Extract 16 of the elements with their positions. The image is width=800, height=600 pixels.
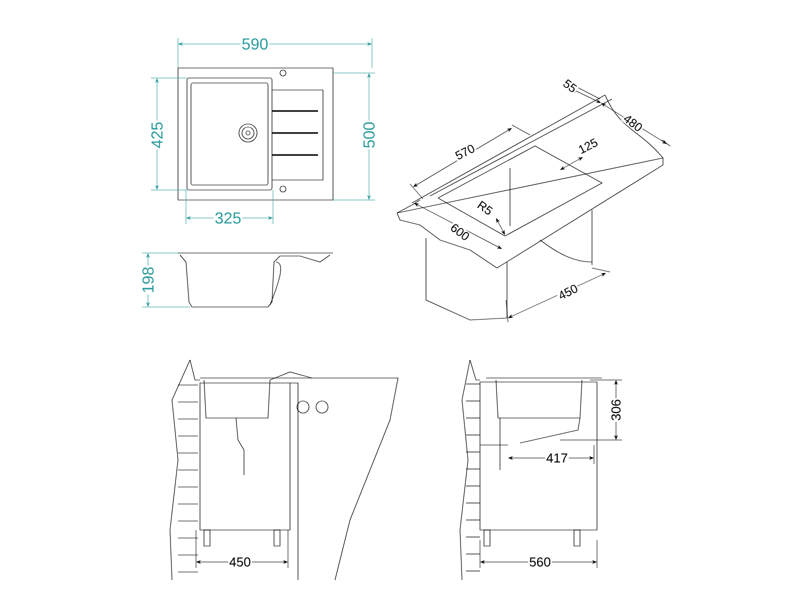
dimension-label: 198: [141, 266, 155, 294]
dimension-label: 125: [576, 136, 600, 156]
dimension-label: 590: [240, 37, 270, 51]
dimension-label: 500: [362, 120, 376, 150]
dimension-label: 450: [228, 556, 252, 568]
dimension-label: 480: [621, 112, 645, 134]
dimension-label: 55: [560, 77, 580, 95]
dimension-label: 450: [556, 282, 580, 302]
dimension-label: 306: [610, 398, 622, 422]
dimension-label: 570: [452, 142, 478, 162]
dimension-label: 560: [528, 556, 552, 568]
dimension-label: 417: [545, 452, 569, 464]
dimension-label: 600: [448, 221, 472, 243]
dimension-label: R5: [474, 198, 496, 218]
dimension-label: 325: [214, 211, 242, 225]
dimension-label: 425: [150, 120, 164, 150]
